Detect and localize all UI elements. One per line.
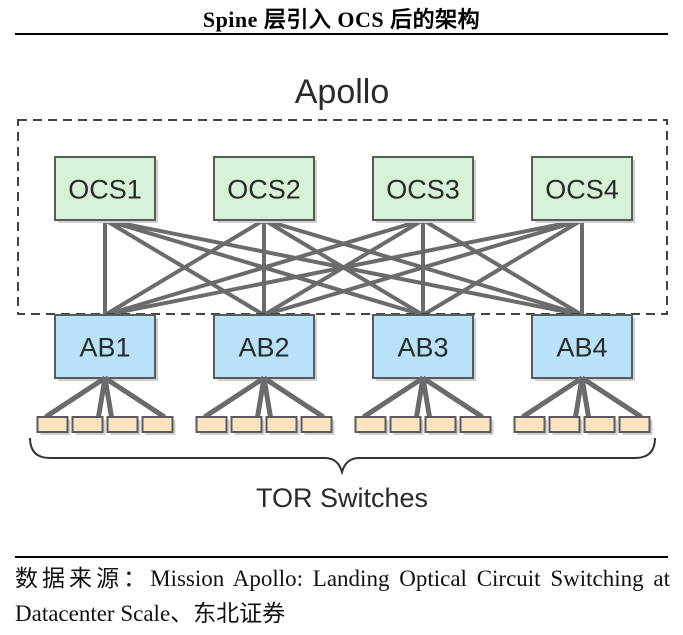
tor-brace <box>29 437 656 476</box>
tor-link <box>262 375 325 420</box>
ab-node-1: AB1 <box>54 314 158 381</box>
tor-link <box>420 377 432 418</box>
node-label: AB2 <box>238 333 289 363</box>
tor-switch <box>513 416 548 435</box>
node-box <box>195 416 228 433</box>
tor-link <box>261 377 273 418</box>
tor-switch <box>583 416 618 435</box>
node-label: OCS4 <box>545 175 619 205</box>
ocs-layer: OCS1 OCS2 OCS3 OCS4 <box>54 156 635 223</box>
tor-switch <box>354 416 389 435</box>
node-box <box>424 416 457 433</box>
link-ocs4-ab3 <box>421 218 584 317</box>
tor-link <box>421 375 484 420</box>
link-ocs4-ab1 <box>104 218 583 317</box>
tor-link <box>102 377 114 418</box>
node-box <box>54 314 156 379</box>
node-box <box>372 314 474 379</box>
tor-switch <box>230 416 265 435</box>
node-box <box>54 156 156 221</box>
ocs-ab-links <box>103 218 584 317</box>
node-box <box>230 416 263 433</box>
node-box <box>372 156 474 221</box>
tor-switch <box>424 416 459 435</box>
node-box <box>531 156 633 221</box>
ab-node-3: AB3 <box>372 314 476 381</box>
node-box <box>531 314 633 379</box>
title-divider <box>15 33 668 35</box>
node-box <box>36 416 69 433</box>
tor-layer <box>36 375 653 435</box>
tor-switch <box>141 416 176 435</box>
tor-link <box>579 377 591 418</box>
tor-switch <box>36 416 71 435</box>
node-box <box>583 416 616 433</box>
tor-switch <box>459 416 494 435</box>
node-label: AB1 <box>79 333 130 363</box>
tor-link <box>521 375 584 420</box>
apollo-label: Apollo <box>295 73 390 111</box>
tor-switch <box>389 416 424 435</box>
node-box <box>548 416 581 433</box>
tor-switch <box>300 416 335 435</box>
ab-node-4: AB4 <box>531 314 635 381</box>
node-box <box>71 416 104 433</box>
ocs-node-3: OCS3 <box>372 156 476 223</box>
node-box <box>141 416 174 433</box>
source-divider <box>15 556 668 558</box>
link-ocs2-ab1 <box>103 218 266 317</box>
node-box <box>265 416 298 433</box>
tor-switch <box>106 416 141 435</box>
node-box <box>213 156 315 221</box>
node-label: AB3 <box>397 333 448 363</box>
tor-switch <box>548 416 583 435</box>
ocs-node-2: OCS2 <box>213 156 317 223</box>
node-box <box>213 314 315 379</box>
tor-link <box>203 375 266 420</box>
tor-link <box>362 375 425 420</box>
source-note: 数据来源：Mission Apollo: Landing Optical Cir… <box>15 566 670 626</box>
node-label: OCS1 <box>68 175 142 205</box>
network-diagram: Apollo OCS1 OCS2 OCS3 OCS4 AB1 AB2 AB3 AB4 TOR… <box>17 73 668 513</box>
node-label: OCS2 <box>227 175 301 205</box>
tor-switch <box>71 416 106 435</box>
link-ocs3-ab1 <box>104 218 424 317</box>
tor-switch <box>265 416 300 435</box>
tor-switches-label: TOR Switches <box>256 483 428 513</box>
node-box <box>459 416 492 433</box>
node-label: OCS3 <box>386 175 460 205</box>
ocs-node-4: OCS4 <box>531 156 635 223</box>
ab-node-2: AB2 <box>213 314 317 381</box>
node-box <box>618 416 651 433</box>
link-ocs4-ab2 <box>263 218 583 317</box>
node-box <box>354 416 387 433</box>
ocs-node-1: OCS1 <box>54 156 158 223</box>
tor-switch <box>195 416 230 435</box>
tor-switch <box>618 416 653 435</box>
aggregation-block-layer: AB1 AB2 AB3 AB4 <box>54 314 635 381</box>
node-box <box>389 416 422 433</box>
node-label: AB4 <box>556 333 607 363</box>
tor-link <box>103 375 166 420</box>
tor-link <box>44 375 107 420</box>
node-box <box>513 416 546 433</box>
node-box <box>300 416 333 433</box>
figure-title: Spine 层引入 OCS 后的架构 <box>202 7 481 32</box>
node-box <box>106 416 139 433</box>
tor-link <box>580 375 643 420</box>
